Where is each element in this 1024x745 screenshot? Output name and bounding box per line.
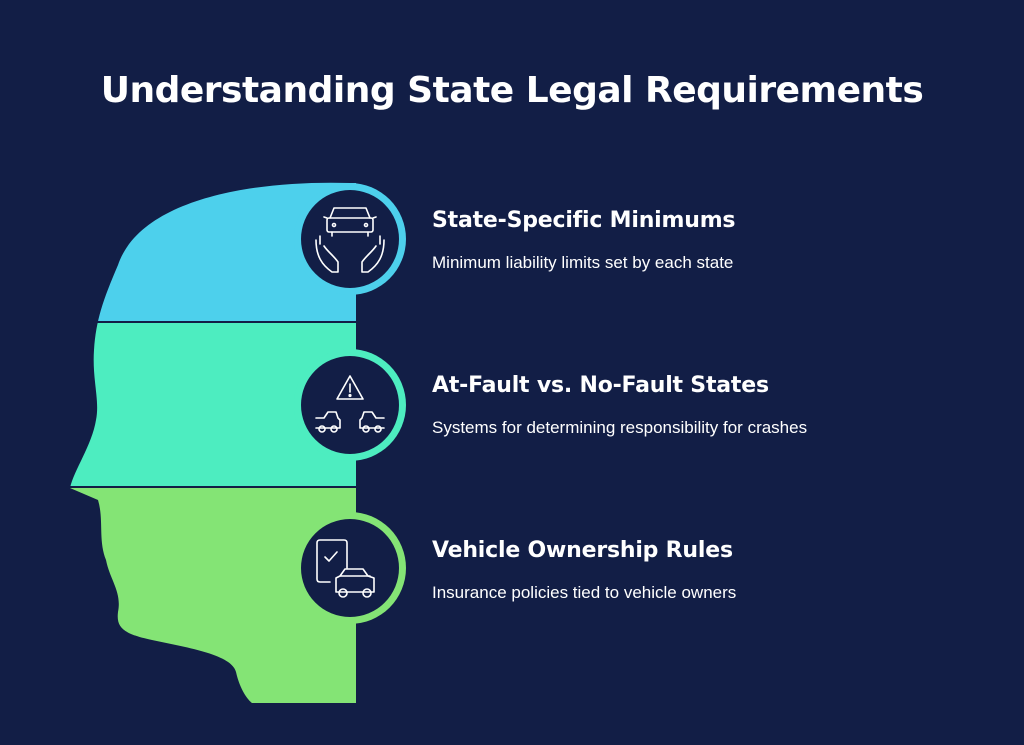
item-title: State-Specific Minimums [432, 208, 736, 233]
warning-cars-icon [315, 375, 385, 433]
item-description: Minimum liability limits set by each sta… [432, 253, 734, 272]
item-title: At-Fault vs. No-Fault States [432, 373, 769, 398]
item-title: Vehicle Ownership Rules [432, 538, 733, 563]
icon-circle-2 [294, 349, 406, 461]
icon-circle-3 [294, 512, 406, 624]
item-vehicle-ownership-rules: Vehicle Ownership Rules Insurance polici… [432, 538, 736, 603]
item-description: Insurance policies tied to vehicle owner… [432, 583, 737, 602]
icon-circle-1 [294, 183, 406, 295]
page-title: Understanding State Legal Requirements [100, 70, 924, 111]
car-in-hands-icon [315, 207, 385, 273]
document-car-icon [316, 539, 375, 598]
item-at-fault-no-fault: At-Fault vs. No-Fault States Systems for… [432, 373, 807, 438]
item-state-specific-minimums: State-Specific Minimums Minimum liabilit… [432, 208, 736, 273]
item-description: Systems for determining responsibility f… [432, 418, 808, 437]
